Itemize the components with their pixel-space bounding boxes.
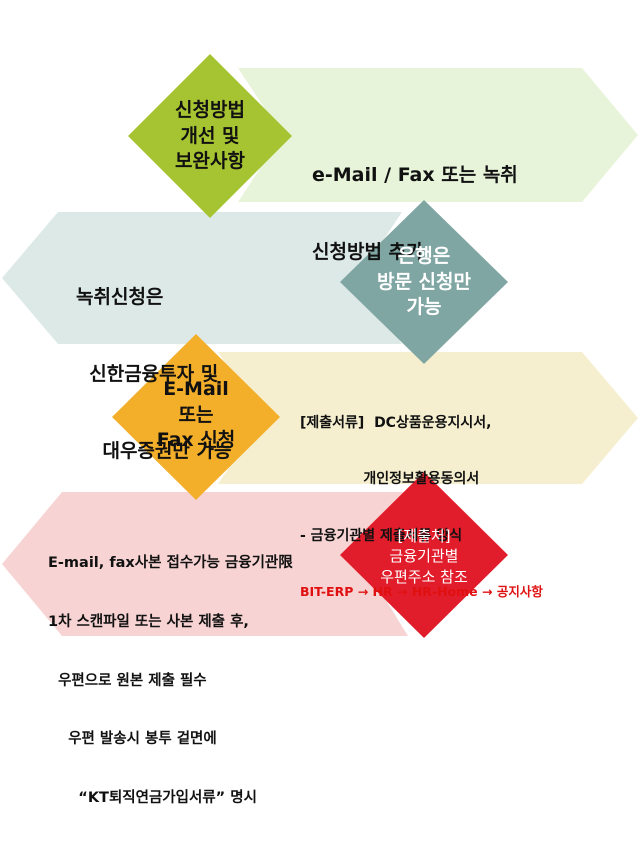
- row1-arrow-line: 신청방법 추가: [312, 241, 424, 264]
- row2-diamond-line: 가능: [406, 296, 442, 319]
- row3-arrow-line: [제출서류] DC상품운용지시서,: [300, 414, 492, 431]
- row4-arrow-text: E-mail, fax사본 접수가능 금융기관限 1차 스캔파일 또는 사본 제…: [48, 515, 293, 848]
- row2-arrow: [2, 212, 402, 344]
- row3-arrow-line: 개인정보활용동의서: [300, 471, 480, 488]
- row1-diamond-line: 신청방법: [175, 99, 245, 121]
- row3-arrow: [218, 352, 638, 484]
- row4-arrow-line: E-mail, fax사본 접수가능 금융기관限: [48, 555, 293, 572]
- row4-arrow-line: 1차 스캔파일 또는 사본 제출 후,: [48, 613, 249, 630]
- row4-arrow-line: 우편 발송시 봉투 겉면에: [48, 731, 217, 748]
- row3-red-line: BIT-ERP → HR → HR-Home → 공지사항: [300, 583, 543, 599]
- row4-diamond-line: 금융기관별: [389, 547, 459, 566]
- row3-diamond-text: E-Mail 또는 Fax 신청: [126, 377, 266, 454]
- row4-diamond-text: [제출처] 금융기관별 우편주소 참조: [354, 526, 494, 587]
- row3-diamond-line: 또는: [178, 403, 214, 426]
- row4-diamond-line: [제출처]: [397, 527, 451, 545]
- row2-arrow-line: 대우증권만 가능: [76, 440, 232, 463]
- row3-diamond: [112, 334, 280, 500]
- row1-arrow-line: e-Mail / Fax 또는 녹취: [312, 164, 518, 187]
- row1-arrow-text: e-Mail / Fax 또는 녹취 신청방법 추가: [312, 112, 518, 317]
- row2-diamond-text: 은행은 방문 신청만 가능: [349, 244, 499, 321]
- row2-diamond-line: 은행은: [397, 245, 451, 267]
- row3-arrow-text: [제출서류] DC상품운용지시서, 개인정보활용동의서 - 금융기관별 제출서류…: [300, 376, 543, 638]
- row3-arrow-line: - 금융기관별 제출서류 양식: [300, 528, 463, 545]
- row4-arrow-line: 우편으로 원본 제출 필수: [48, 672, 207, 689]
- row1-diamond-line: 보완사항: [175, 150, 245, 173]
- row3-diamond-line: E-Mail: [163, 378, 229, 400]
- process-diagram: 신청방법 개선 및 보완사항 e-Mail / Fax 또는 녹취 신청방법 추…: [2, 54, 638, 806]
- row4-arrow: [2, 492, 408, 636]
- row2-diamond-line: 방문 신청만: [376, 270, 471, 293]
- row4-diamond-line: 우편주소 참조: [380, 567, 468, 586]
- row4-diamond: [340, 472, 508, 638]
- row1-diamond-text: 신청방법 개선 및 보완사항: [140, 98, 280, 175]
- row2-arrow-line: 신한금융투자 및: [76, 363, 219, 386]
- row4-arrow-line: “KT퇴직연금가입서류” 명시: [48, 789, 257, 806]
- row2-diamond: [340, 200, 508, 364]
- row2-arrow-line: 녹취신청은: [76, 286, 164, 309]
- row1-diamond: [128, 54, 292, 218]
- row1-diamond-line: 개선 및: [180, 124, 240, 147]
- row3-diamond-line: Fax 신청: [156, 429, 236, 452]
- diagram-shapes: [2, 54, 638, 638]
- row1-arrow: [238, 68, 638, 202]
- row2-arrow-text: 녹취신청은 신한금융투자 및 대우증권만 가능: [76, 234, 231, 516]
